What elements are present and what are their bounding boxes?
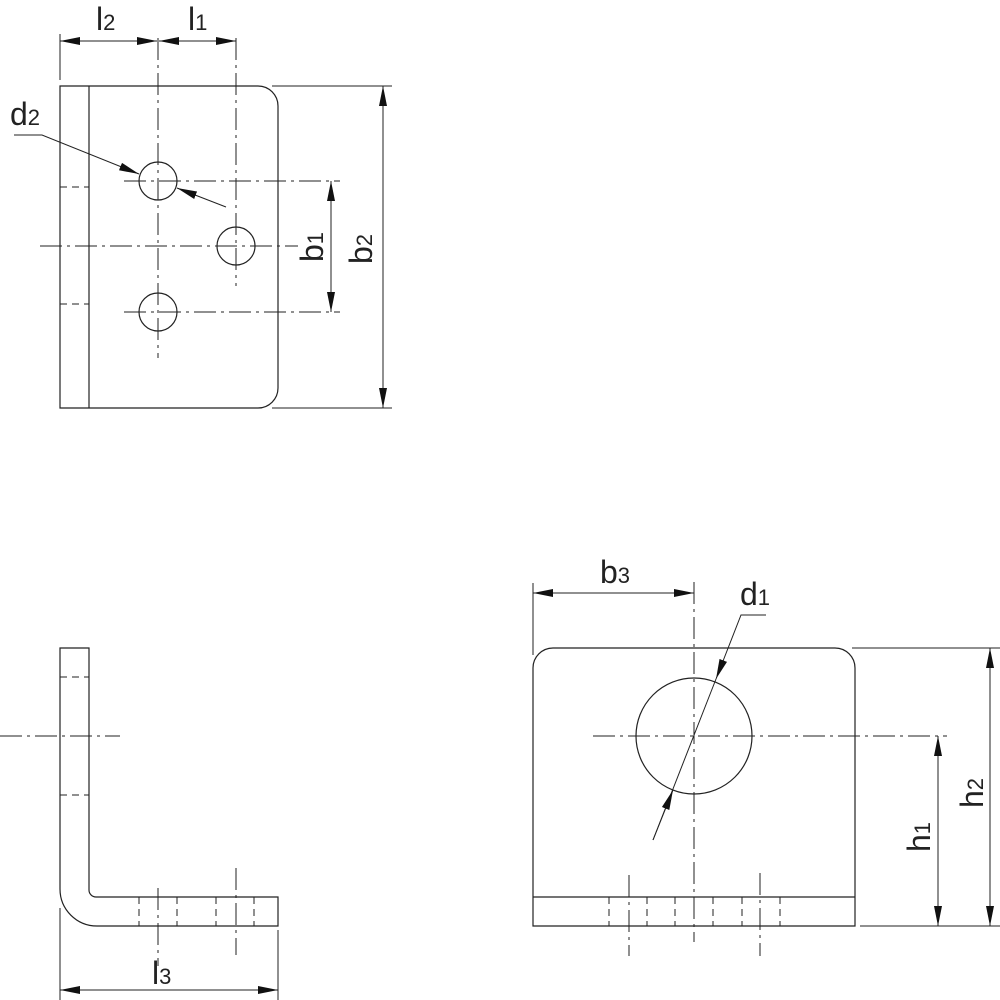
plate-outline (59, 85, 279, 409)
label-b1: b1 (294, 232, 330, 262)
side-view: l3 (0, 647, 279, 1000)
label-b3: b3 (600, 554, 630, 590)
label-d2: d2 (10, 96, 40, 132)
leader-d1 (715, 614, 766, 680)
label-b2: b2 (343, 234, 379, 264)
plate-outline (532, 647, 856, 927)
label-h2: h2 (954, 778, 990, 808)
label-l3: l3 (152, 955, 171, 991)
label-l1: l1 (188, 1, 207, 37)
label-d1: d1 (740, 576, 770, 612)
angle-profile (59, 647, 279, 927)
label-h1: h1 (901, 822, 937, 852)
top-view: l2 l1 d2 b1 b2 (10, 1, 392, 409)
leader-d2 (14, 134, 140, 175)
front-view: b3 d1 h1 h2 (532, 554, 1000, 956)
leader-d2-arrow (176, 187, 227, 208)
leader-d1-arrow (652, 789, 674, 841)
label-l2: l2 (96, 1, 115, 37)
